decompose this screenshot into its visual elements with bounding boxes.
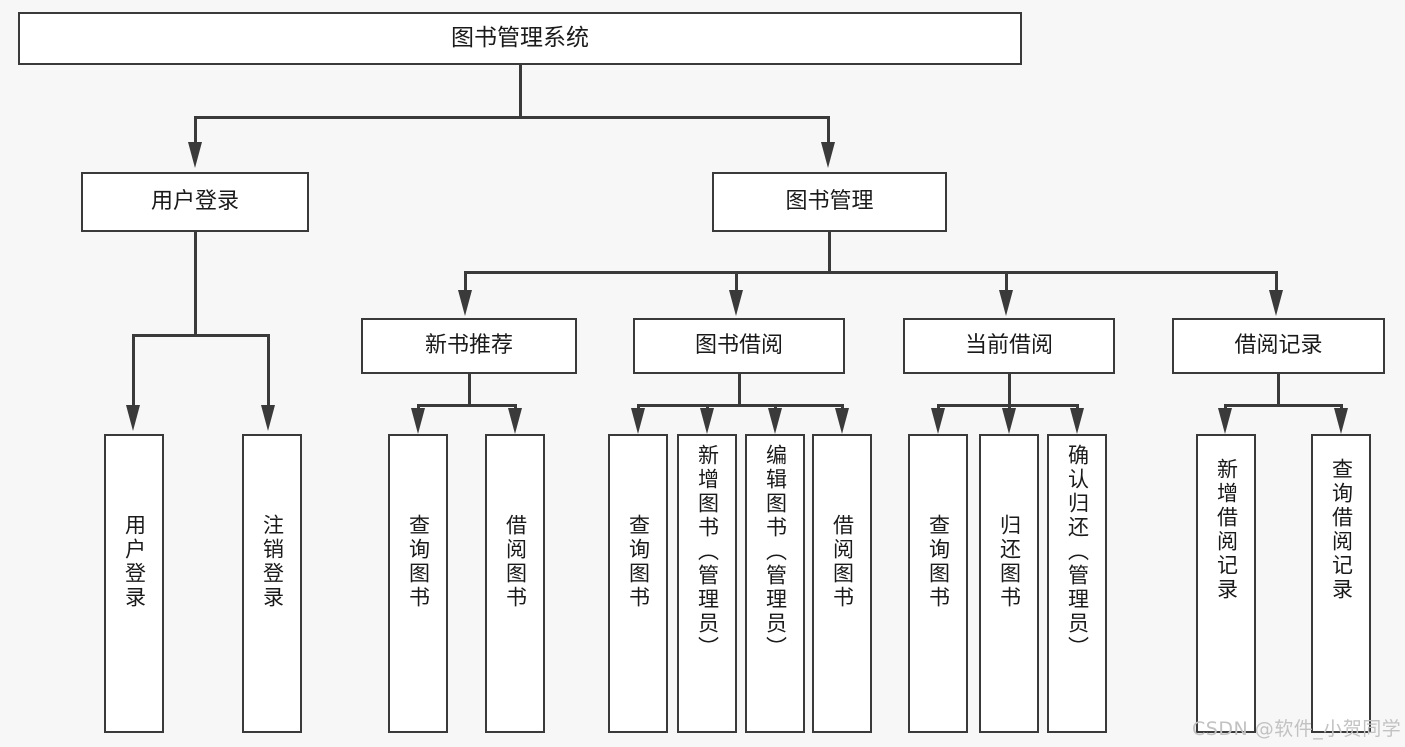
node-add-book: 新增图书（管理员） [677, 434, 737, 733]
arrow-new-book-to-leaf1 [411, 408, 425, 434]
node-book-management-system: 图书管理系统 [18, 12, 1022, 65]
arrow-user-login-to-leaf2 [261, 405, 275, 431]
arrow-bm-to-current-borrow [999, 290, 1013, 316]
arrow-borrow-record-to-leaf1 [1218, 408, 1232, 434]
node-confirm-return: 确认归还（管理员） [1047, 434, 1107, 733]
node-label: 用户登录 [150, 189, 239, 215]
node-label: 查询图书 [926, 514, 951, 610]
connector-new-book-rail [417, 404, 516, 407]
node-label: 借阅图书 [503, 514, 528, 610]
node-user-login-leaf: 用户登录 [104, 434, 164, 733]
node-label: 借阅记录 [1234, 333, 1323, 359]
arrow-book-borrow-to-leaf2 [700, 408, 714, 434]
node-label: 用户登录 [122, 514, 147, 610]
arrow-root-to-user-login [188, 142, 202, 168]
node-borrow-record: 借阅记录 [1172, 318, 1385, 374]
connector-root-to-book-management [827, 116, 830, 146]
connector-current-borrow-rail [937, 404, 1078, 407]
arrow-book-borrow-to-leaf1 [631, 408, 645, 434]
node-label: 确认归还（管理员） [1065, 444, 1090, 660]
node-label: 注销登录 [260, 514, 285, 610]
csdn-watermark: CSDN @软件_小贺同学 [1192, 718, 1402, 740]
node-borrow-book-2: 借阅图书 [812, 434, 872, 733]
node-query-book-2: 查询图书 [608, 434, 668, 733]
connector-bm-to-current-borrow [1005, 271, 1008, 293]
connector-user-login-to-leaf2 [267, 334, 270, 409]
node-label: 图书管理系统 [451, 24, 589, 51]
node-book-borrow: 图书借阅 [633, 318, 845, 374]
connector-root-rail [194, 116, 829, 119]
node-edit-book: 编辑图书（管理员） [745, 434, 805, 733]
connector-root-stem [519, 65, 522, 118]
node-label: 新增图书（管理员） [695, 444, 720, 660]
node-label: 新书推荐 [424, 333, 513, 359]
node-label: 查询图书 [626, 514, 651, 610]
node-label: 归还图书 [997, 514, 1022, 610]
node-borrow-book-1: 借阅图书 [485, 434, 545, 733]
arrow-borrow-record-to-leaf2 [1334, 408, 1348, 434]
node-current-borrow: 当前借阅 [903, 318, 1115, 374]
connector-book-management-stem [828, 232, 831, 274]
node-user-login: 用户登录 [81, 172, 309, 232]
node-label: 编辑图书（管理员） [763, 444, 788, 660]
connector-borrow-record-rail [1224, 404, 1342, 407]
node-label: 图书管理 [785, 189, 874, 215]
arrow-bm-to-borrow-record [1269, 290, 1283, 316]
node-query-book-3: 查询图书 [908, 434, 968, 733]
connector-bm-to-borrow-record [1275, 271, 1278, 293]
node-query-book-1: 查询图书 [388, 434, 448, 733]
connector-bm-to-book-borrow [735, 271, 738, 293]
arrow-current-borrow-to-leaf2 [1002, 408, 1016, 434]
connector-book-borrow-stem [738, 374, 741, 406]
node-label: 图书借阅 [694, 333, 783, 359]
connector-bm-to-new-book [464, 271, 467, 293]
node-logout-leaf: 注销登录 [242, 434, 302, 733]
arrow-user-login-to-leaf1 [126, 405, 140, 431]
node-label: 查询借阅记录 [1329, 458, 1354, 602]
node-label: 查询图书 [406, 514, 431, 610]
connector-borrow-record-stem [1277, 374, 1280, 406]
connector-new-book-stem [468, 374, 471, 406]
connector-current-borrow-stem [1008, 374, 1011, 406]
arrow-root-to-book-management [821, 142, 835, 168]
connector-book-management-rail [464, 271, 1277, 274]
arrow-bm-to-new-book [458, 290, 472, 316]
connector-user-login-rail [132, 334, 269, 337]
node-query-borrow-record: 查询借阅记录 [1311, 434, 1371, 733]
arrow-bm-to-book-borrow [729, 290, 743, 316]
node-add-borrow-record: 新增借阅记录 [1196, 434, 1256, 733]
node-label: 借阅图书 [830, 514, 855, 610]
node-label: 当前借阅 [964, 333, 1053, 359]
arrow-current-borrow-to-leaf1 [931, 408, 945, 434]
node-return-book: 归还图书 [979, 434, 1039, 733]
node-new-book-recommend: 新书推荐 [361, 318, 577, 374]
connector-root-to-user-login [194, 116, 197, 146]
connector-user-login-stem [194, 232, 197, 336]
arrow-new-book-to-leaf2 [508, 408, 522, 434]
arrow-current-borrow-to-leaf3 [1070, 408, 1084, 434]
connector-book-borrow-rail [637, 404, 843, 407]
arrow-book-borrow-to-leaf4 [835, 408, 849, 434]
arrow-book-borrow-to-leaf3 [768, 408, 782, 434]
node-label: 新增借阅记录 [1214, 458, 1239, 602]
connector-user-login-to-leaf1 [132, 334, 135, 409]
node-book-management: 图书管理 [712, 172, 947, 232]
